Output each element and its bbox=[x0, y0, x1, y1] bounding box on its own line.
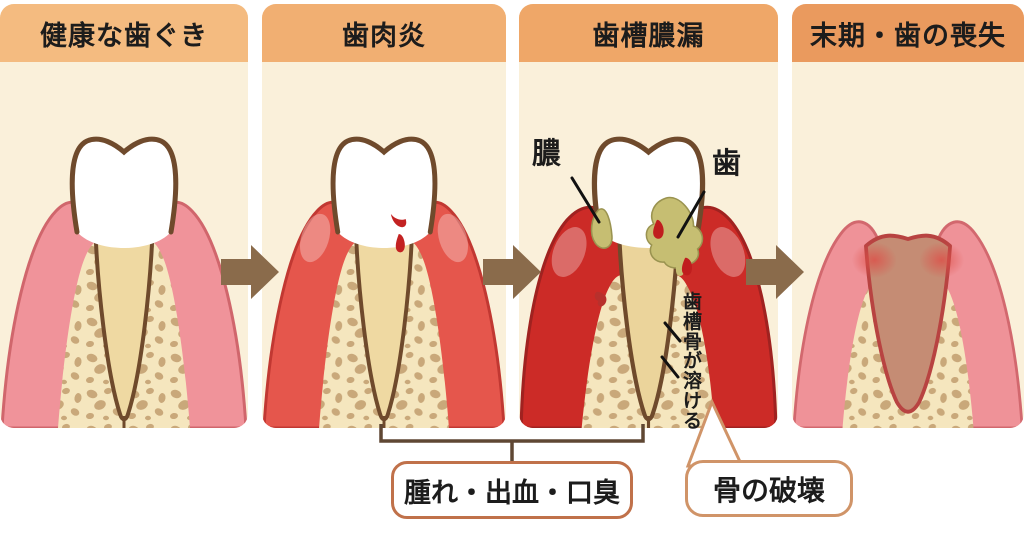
bone-destruction-callout: 骨の破壊 bbox=[685, 460, 853, 517]
tooth-crown-outline bbox=[69, 136, 179, 235]
blood-drop bbox=[395, 234, 405, 253]
stage-title-terminal: 末期・歯の喪失 bbox=[810, 20, 1006, 51]
tooth-loss-illustration bbox=[792, 220, 1024, 428]
symptoms-text: 腫れ・出血・口臭 bbox=[404, 477, 620, 508]
blood-drip bbox=[390, 214, 407, 228]
gingivitis-tooth-illustration bbox=[262, 136, 506, 428]
stage-header-gingivitis: 歯肉炎 bbox=[262, 4, 506, 62]
stage-panel-gingivitis: 歯肉炎 bbox=[262, 4, 506, 428]
stage-title-healthy: 健康な歯ぐき bbox=[40, 20, 208, 51]
blood-drop-gum bbox=[681, 257, 692, 276]
empty-socket bbox=[864, 233, 952, 414]
bone-destruction-text: 骨の破壊 bbox=[712, 474, 825, 506]
stage-panel-periodontitis: 歯槽膿漏 bbox=[519, 4, 778, 428]
stage-title-periodontitis: 歯槽膿漏 bbox=[592, 20, 705, 51]
bone-dissolving-label: 歯槽骨が溶ける bbox=[682, 292, 702, 432]
tooth-crown-outline bbox=[591, 136, 706, 235]
pus-drip bbox=[675, 260, 685, 276]
stage-header-healthy: 健康な歯ぐき bbox=[0, 4, 248, 62]
stage-panel-healthy: 健康な歯ぐき bbox=[0, 4, 248, 428]
healthy-tooth-illustration bbox=[0, 136, 248, 428]
blood-spot-bone bbox=[594, 291, 607, 307]
stage-header-periodontitis: 歯槽膿漏 bbox=[519, 4, 778, 62]
pus-label: 膿 bbox=[532, 138, 562, 170]
periodontitis-tooth-illustration bbox=[519, 136, 778, 428]
tooth-crown bbox=[333, 139, 435, 248]
stage-title-gingivitis: 歯肉炎 bbox=[342, 20, 426, 51]
gum-inflammation-right bbox=[919, 242, 965, 278]
tooth-crown bbox=[72, 139, 176, 248]
stage-panel-terminal: 末期・歯の喪失 bbox=[792, 4, 1024, 428]
tooth-label: 歯 bbox=[712, 148, 742, 180]
stage-header-terminal: 末期・歯の喪失 bbox=[792, 4, 1024, 62]
tooth-crown-outline bbox=[330, 136, 438, 235]
symptoms-callout: 腫れ・出血・口臭 bbox=[391, 461, 633, 519]
gum-inflammation-left bbox=[851, 242, 897, 278]
blood-drop-center bbox=[653, 219, 664, 239]
